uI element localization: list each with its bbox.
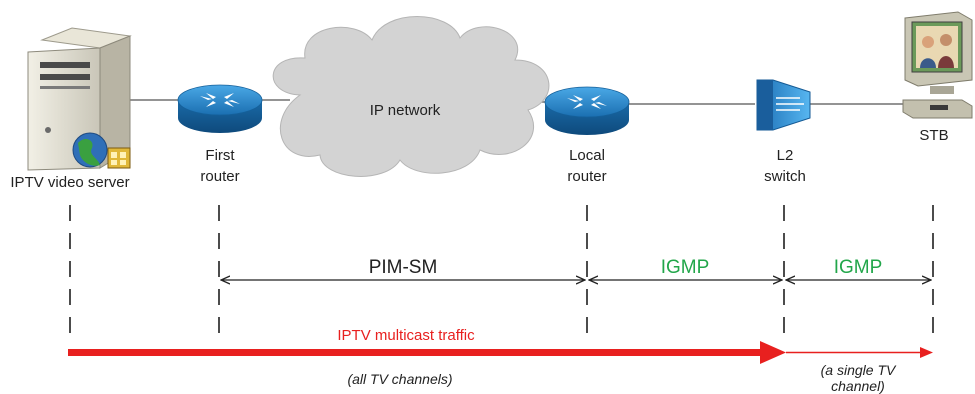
multicast-arrow-head	[760, 341, 786, 364]
switch-label-line2: switch	[764, 168, 806, 185]
ip-network-label: IP network	[370, 102, 441, 119]
first-router-label-line2: router	[200, 168, 239, 185]
igmp-label-2: IGMP	[834, 257, 883, 278]
local-router-label-line1: Local	[569, 147, 605, 164]
local-router-label-line2: router	[567, 168, 606, 185]
film-icon	[107, 147, 131, 169]
stb-tv-icon: STB	[902, 11, 973, 144]
pim-label: PIM-SM	[369, 257, 438, 278]
multicast-traffic-arrow	[68, 341, 933, 364]
multicast-traffic-label: IPTV multicast traffic	[337, 327, 475, 344]
single-channel-label-line1: (a single TV	[821, 362, 897, 378]
l2-switch-icon: L2 switch	[756, 79, 811, 185]
vertical-dash-lines	[69, 205, 934, 345]
multicast-arrow-shaft	[68, 349, 762, 356]
stb-label: STB	[919, 127, 948, 144]
iptv-server-icon: IPTV video server	[10, 27, 132, 191]
server-label: IPTV video server	[10, 174, 129, 191]
first-router-icon: First router	[177, 84, 263, 185]
switch-label-line1: L2	[777, 147, 794, 164]
igmp-label-1: IGMP	[661, 257, 710, 278]
first-router-label-line1: First	[205, 147, 235, 164]
single-channel-label-line2: channel)	[831, 378, 885, 394]
all-channels-label: (all TV channels)	[347, 371, 452, 387]
single-channel-arrow-head	[920, 347, 933, 358]
local-router-icon: Local router	[544, 86, 630, 185]
ip-network-cloud: IP network	[272, 16, 550, 177]
